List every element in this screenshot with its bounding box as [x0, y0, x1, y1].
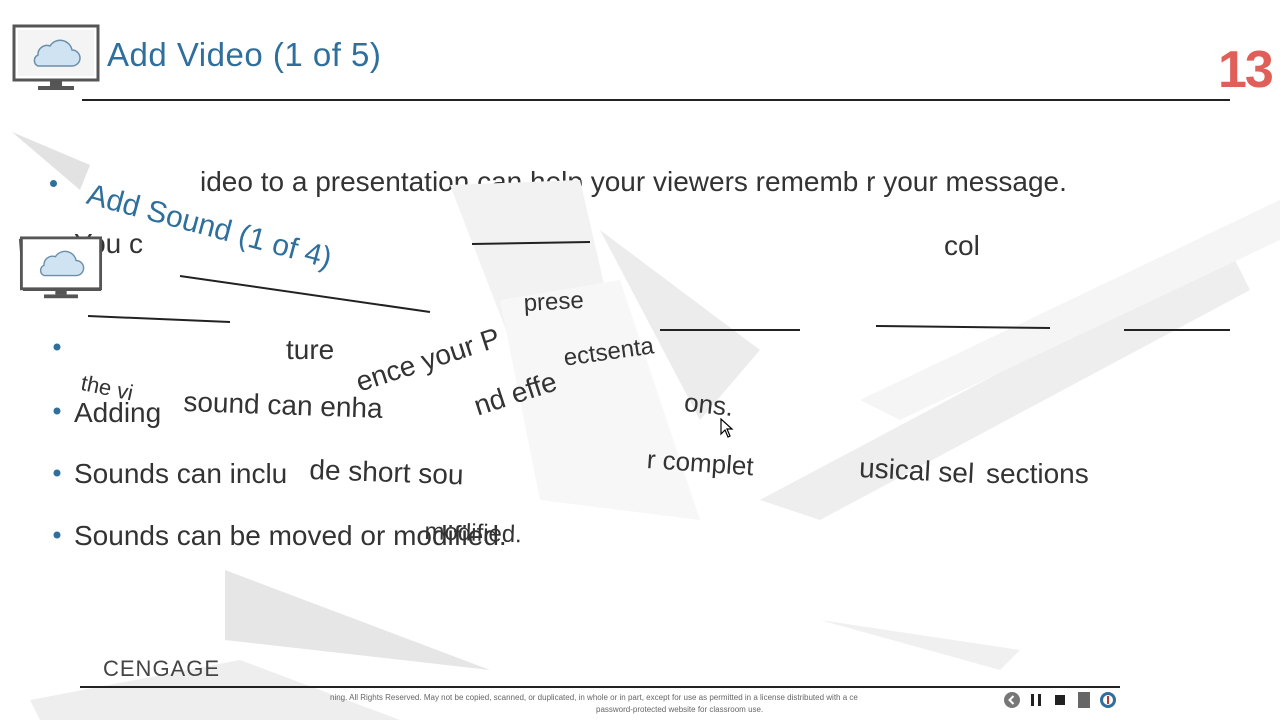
incoming-fragment: de short sou [308, 454, 465, 491]
bar-icon[interactable] [1075, 691, 1093, 709]
mouse-cursor-icon [720, 418, 734, 438]
bullet-dot [53, 343, 61, 351]
incoming-fragment: modified. [424, 518, 523, 549]
rule-shard [179, 275, 431, 313]
incoming-fragment: sound can enha [182, 386, 384, 424]
title-rule [82, 99, 1230, 101]
bullet-fragment: Sounds can be moved or modified. [74, 520, 507, 551]
incoming-fragment: nd effe [470, 365, 561, 422]
rule-shard [875, 325, 1051, 329]
copyright-text: password-protected website for classroom… [596, 705, 764, 714]
bullet-dot [50, 180, 57, 187]
rule-shard [87, 315, 231, 323]
bullet-text: ideo to a presentation can help your vie… [200, 166, 1067, 197]
rule-shard [471, 241, 591, 245]
shard [820, 620, 1020, 670]
back-icon[interactable] [1003, 691, 1021, 709]
pause-icon[interactable] [1027, 691, 1045, 709]
info-icon[interactable] [1099, 691, 1117, 709]
bullet-fragment: Adding [74, 397, 162, 428]
slide-number: 13 [1218, 41, 1274, 99]
shard [600, 230, 760, 420]
player-controls [1003, 690, 1117, 710]
bullet-fragment: Sounds can inclu [74, 458, 288, 489]
bullet-dot [53, 469, 61, 477]
shard [450, 180, 640, 470]
brand-logo: CENGAGE [103, 656, 221, 681]
slide-title: Add Video (1 of 5) [107, 36, 382, 73]
incoming-fragment: usical sel [858, 452, 976, 489]
shard [860, 200, 1280, 420]
stop-icon[interactable] [1051, 691, 1069, 709]
incoming-fragment: ectsenta [562, 332, 656, 372]
shard [225, 570, 490, 670]
incoming-fragment: prese [523, 286, 585, 317]
incoming-fragment: r complet [645, 444, 755, 482]
incoming-fragment: ence your P [352, 321, 504, 398]
monitor-cloud-icon [19, 236, 103, 299]
bullet-fragment: ture [286, 334, 335, 365]
bullet-fragment: col [944, 230, 980, 261]
footer-rule [80, 686, 1120, 688]
bullet-dot [53, 531, 61, 539]
monitor-cloud-icon [12, 24, 100, 90]
bullet-dot [53, 407, 61, 415]
bullet-fragment: sections [986, 458, 1089, 489]
copyright-text: ning. All Rights Reserved. May not be co… [330, 693, 858, 702]
